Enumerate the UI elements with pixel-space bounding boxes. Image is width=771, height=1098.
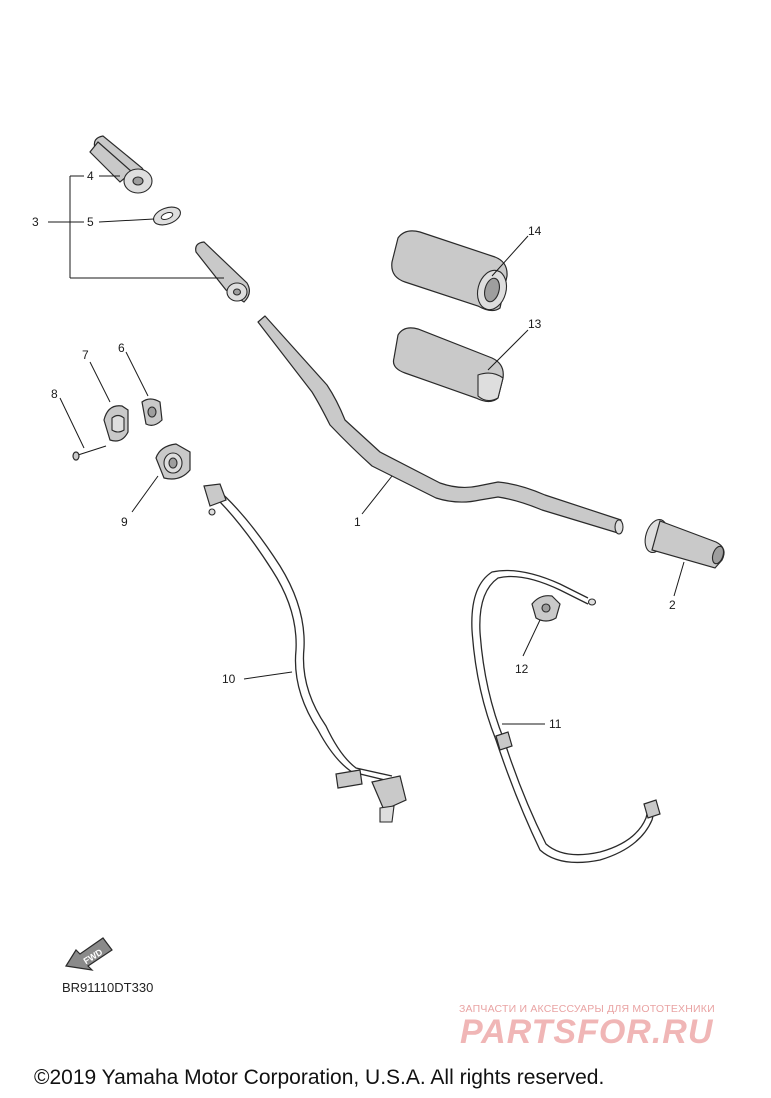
part-9-housing-cover [155, 443, 191, 480]
callout-11: 11 [549, 717, 562, 731]
callout-7: 7 [82, 348, 89, 362]
part-13-handlebar-pad [392, 327, 504, 403]
watermark-tagline: ЗАПЧАСТИ И АКСЕССУАРЫ ДЛЯ МОТОТЕХНИКИ [459, 1003, 715, 1015]
part-10-throttle-cable [203, 483, 407, 823]
callout-2: 2 [669, 598, 676, 612]
callout-labels: 1 2 3 4 5 6 7 8 9 10 11 12 13 14 [32, 169, 676, 731]
callout-1: 1 [354, 515, 361, 529]
part-1-handlebar [257, 315, 624, 535]
part-6-housing-piece [141, 398, 163, 426]
watermark-logo: PARTSFOR.RU [460, 1013, 714, 1051]
part-14-handlebar-pad [391, 230, 508, 312]
part-4-grip [89, 135, 153, 194]
part-8-screw [72, 445, 107, 461]
callout-4: 4 [87, 169, 94, 183]
part-7-throttle-housing [103, 405, 129, 442]
part-5-washer [153, 206, 181, 226]
part-3-throttle-tube [195, 241, 250, 303]
callout-14: 14 [528, 224, 542, 238]
callout-8: 8 [51, 387, 58, 401]
part-12-cable-adjuster [531, 595, 561, 622]
diagram-code: BR91110DT330 [62, 980, 154, 995]
callout-13: 13 [528, 317, 542, 331]
leader-lines [48, 175, 685, 725]
copyright-notice: ©2019 Yamaha Motor Corporation, U.S.A. A… [34, 1066, 605, 1089]
part-2-grip [644, 518, 725, 569]
callout-6: 6 [118, 341, 125, 355]
callout-10: 10 [222, 672, 236, 686]
callout-9: 9 [121, 515, 128, 529]
callout-5: 5 [87, 215, 94, 229]
part-11-clutch-cable [471, 569, 661, 864]
fwd-arrow-icon: FWD [65, 937, 113, 971]
callout-3: 3 [32, 215, 39, 229]
callout-12: 12 [515, 662, 529, 676]
